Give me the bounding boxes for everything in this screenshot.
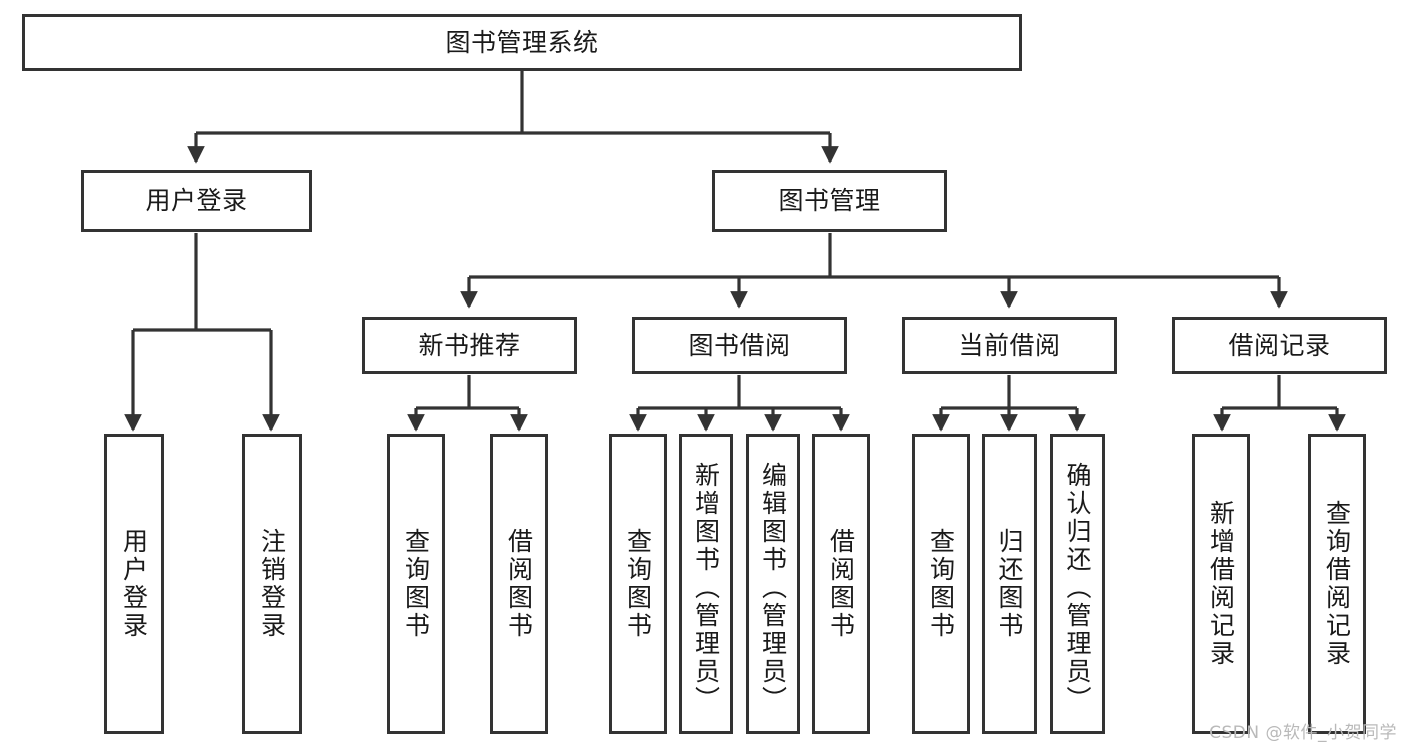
node-borrow-record-label: 借阅记录 [1228,330,1331,360]
leaf-current-borrow-return[interactable]: 归还图书 [982,434,1037,734]
leaf-user-login-login-label: 用户登录 [119,528,149,640]
leaf-current-borrow-confirm[interactable]: 确认归还（管理员） [1050,434,1105,734]
leaf-book-borrow-borrow-label: 借阅图书 [826,528,856,640]
node-root[interactable]: 图书管理系统 [22,14,1022,71]
leaf-book-borrow-query[interactable]: 查询图书 [609,434,667,734]
node-user-login-label: 用户登录 [145,186,248,216]
leaf-book-borrow-borrow[interactable]: 借阅图书 [812,434,870,734]
node-current-borrow[interactable]: 当前借阅 [902,317,1117,374]
leaf-current-borrow-query[interactable]: 查询图书 [912,434,970,734]
node-borrow-record[interactable]: 借阅记录 [1172,317,1387,374]
leaf-book-borrow-edit-label: 编辑图书（管理员） [758,462,788,714]
node-user-login[interactable]: 用户登录 [81,170,312,232]
leaf-user-login-logout-label: 注销登录 [257,528,287,640]
node-root-label: 图书管理系统 [445,27,599,57]
leaf-new-book-borrow-label: 借阅图书 [504,528,534,640]
leaf-new-book-query[interactable]: 查询图书 [387,434,445,734]
leaf-borrow-record-add-label: 新增借阅记录 [1206,500,1236,668]
node-book-borrow[interactable]: 图书借阅 [632,317,847,374]
leaf-borrow-record-query[interactable]: 查询借阅记录 [1308,434,1366,734]
leaf-current-borrow-confirm-label: 确认归还（管理员） [1063,462,1092,714]
leaf-book-borrow-edit[interactable]: 编辑图书（管理员） [746,434,800,734]
node-new-book-recommend-label: 新书推荐 [418,330,521,360]
leaf-book-borrow-query-label: 查询图书 [623,528,653,640]
leaf-new-book-query-label: 查询图书 [401,528,431,640]
node-book-borrow-label: 图书借阅 [688,330,791,360]
leaf-book-borrow-add[interactable]: 新增图书（管理员） [679,434,733,734]
csdn-watermark: CSDN @软件_小贺同学 [1209,723,1397,743]
node-current-borrow-label: 当前借阅 [958,330,1061,360]
leaf-borrow-record-query-label: 查询借阅记录 [1322,500,1352,668]
node-book-management-label: 图书管理 [778,186,881,216]
node-book-management[interactable]: 图书管理 [712,170,947,232]
leaf-current-borrow-query-label: 查询图书 [926,528,956,640]
leaf-user-login-login[interactable]: 用户登录 [104,434,164,734]
leaf-book-borrow-add-label: 新增图书（管理员） [691,462,721,714]
leaf-current-borrow-return-label: 归还图书 [995,528,1024,640]
node-new-book-recommend[interactable]: 新书推荐 [362,317,577,374]
leaf-user-login-logout[interactable]: 注销登录 [242,434,302,734]
leaf-borrow-record-add[interactable]: 新增借阅记录 [1192,434,1250,734]
leaf-new-book-borrow[interactable]: 借阅图书 [490,434,548,734]
